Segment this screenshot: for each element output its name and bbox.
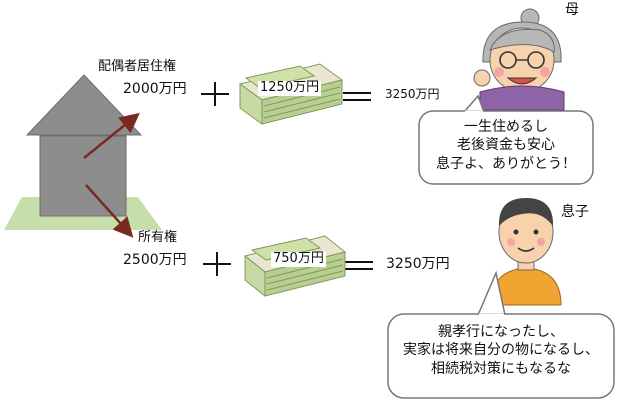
elderly-woman-icon (473, 8, 565, 111)
man-icon (490, 198, 562, 306)
arrow-to-ownership (85, 184, 134, 238)
son-cash-value: 750万円 (271, 251, 326, 267)
arrow-to-residence-right (83, 112, 140, 159)
son-label: 息子 (561, 204, 589, 220)
plus-sign (203, 252, 231, 276)
speech-line: 老後資金も安心 (457, 137, 555, 154)
speech-line: 相続税対策にもなるな (431, 360, 571, 377)
speech-bubble (418, 110, 594, 185)
mother-total-value: 3250万円 (385, 87, 440, 101)
speech-line: 実家は将来自分の物になるし、 (403, 342, 599, 359)
house-icon (25, 74, 143, 217)
money-stack-icon (238, 63, 344, 125)
mother-speech: 一生住めるし 老後資金も安心 息子よ、ありがとう！ (419, 118, 593, 173)
ownership-value: 2500万円 (123, 252, 187, 268)
equals-sign (343, 92, 371, 101)
plus-sign (201, 82, 229, 106)
mother-cash-value: 1250万円 (258, 80, 322, 96)
equals-sign (345, 261, 373, 270)
speech-line: 親孝行になったし、 (438, 324, 564, 340)
speech-line: 一生住めるし (464, 119, 548, 135)
residence-right-value: 2000万円 (123, 81, 187, 97)
son-total-value: 3250万円 (386, 256, 450, 272)
mother-label: 母 (565, 2, 579, 18)
son-speech: 親孝行になったし、 実家は将来自分の物になるし、 相続税対策にもなるな (388, 323, 614, 378)
residence-right-label: 配偶者居住権 (98, 59, 177, 74)
ownership-label: 所有権 (138, 230, 178, 245)
speech-line: 息子よ、ありがとう！ (436, 155, 576, 172)
